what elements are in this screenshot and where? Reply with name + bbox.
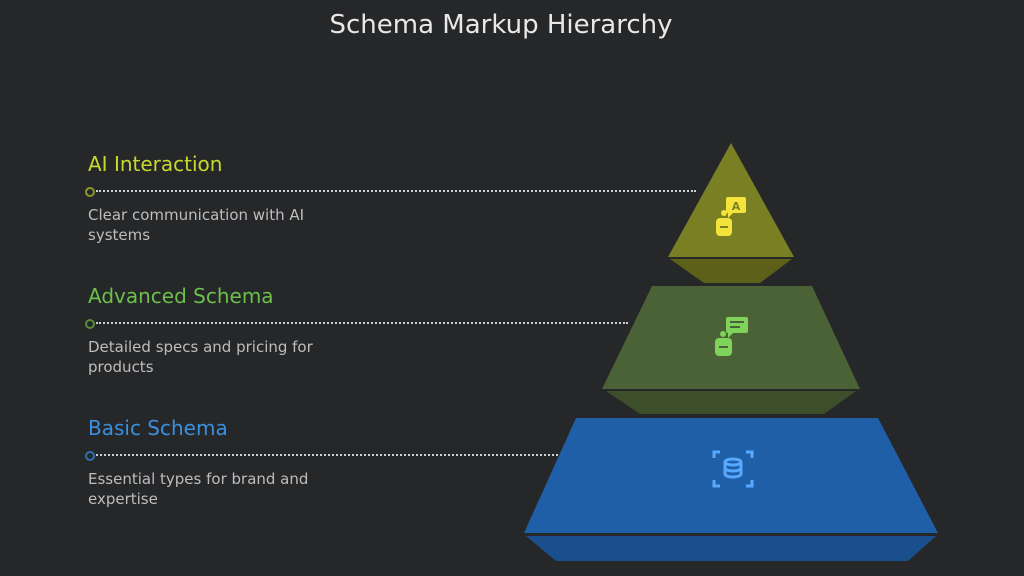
level-description-basic-schema: Essential types for brand and expertise [88, 470, 309, 508]
leader-dot-basic-schema [85, 451, 95, 461]
page-title: Schema Markup Hierarchy [329, 10, 673, 40]
level-heading-ai-interaction: AI Interaction [88, 152, 223, 176]
pyramid-tier-advanced-schema [602, 286, 860, 389]
leader-line-basic-schema [96, 454, 566, 456]
robot-message-icon [715, 317, 748, 356]
leader-line-ai-interaction [96, 190, 696, 192]
level-heading-basic-schema: Basic Schema [88, 416, 228, 440]
leader-dot-advanced-schema [85, 319, 95, 329]
pyramid-tier-ai-interaction-base [670, 259, 792, 283]
leader-dot-ai-interaction [85, 187, 95, 197]
svg-text:A: A [732, 200, 741, 213]
pyramid-tier-basic-schema-base [526, 536, 936, 561]
level-description-advanced-schema: Detailed specs and pricing for products [88, 338, 313, 376]
pyramid-tier-advanced-schema-base [606, 391, 856, 414]
robot-chat-icon: A [716, 197, 746, 236]
level-heading-advanced-schema: Advanced Schema [88, 284, 274, 308]
leader-line-advanced-schema [96, 322, 628, 324]
database-expand-icon [712, 450, 754, 488]
level-description-ai-interaction: Clear communication with AI systems [88, 206, 305, 244]
